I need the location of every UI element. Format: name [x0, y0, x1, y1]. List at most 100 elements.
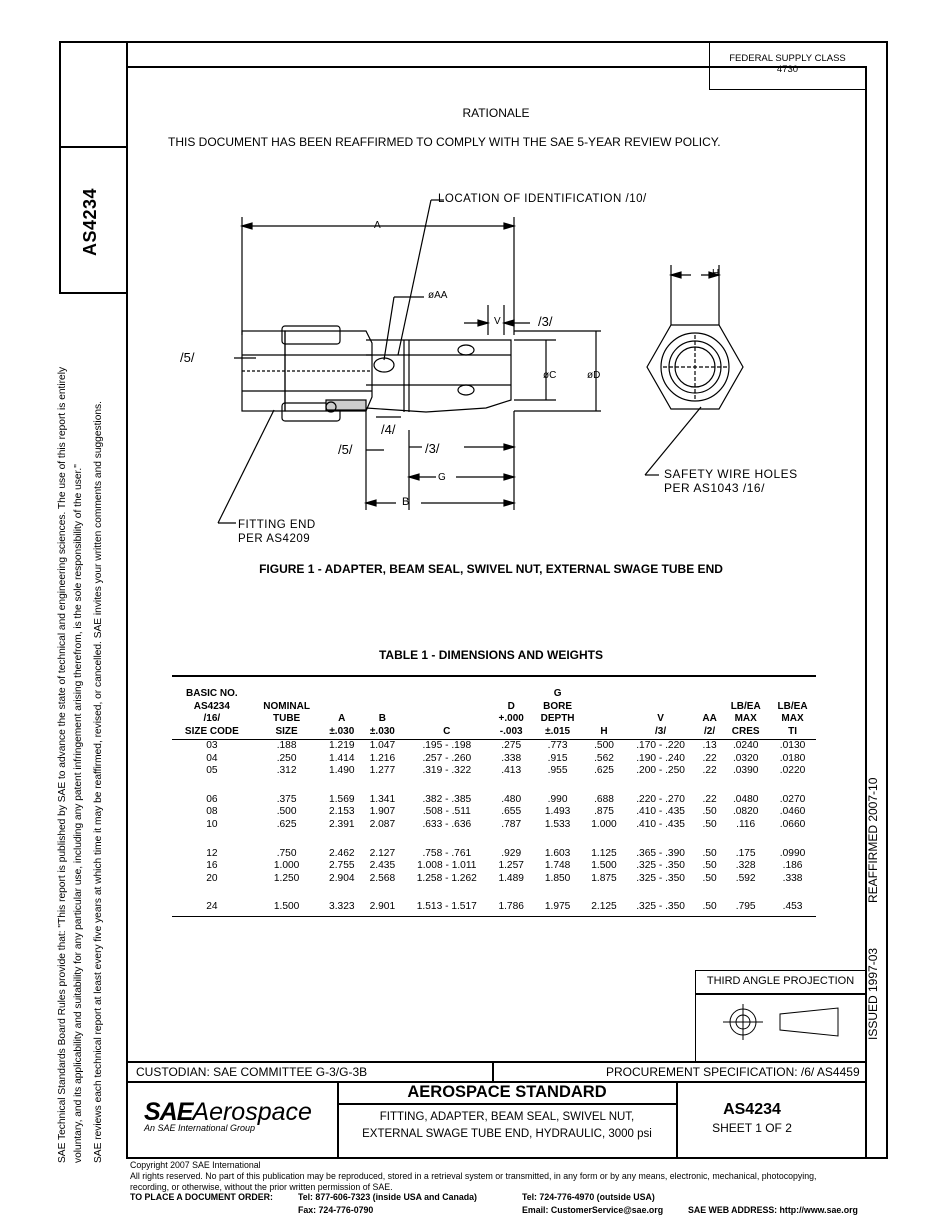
adapter-drawing	[217, 199, 744, 524]
document-title-line1: FITTING, ADAPTER, BEAM SEAL, SWIVEL NUT,	[379, 1111, 635, 1123]
table-cell: .508 - .511	[422, 806, 471, 818]
table-cell: 1.875	[591, 872, 617, 884]
table-cell: .325 - .350	[636, 872, 685, 884]
table-cell: 1.257	[498, 860, 524, 872]
frame-right	[886, 41, 888, 1158]
table-cell: .257 - .260	[422, 752, 472, 764]
table-cell: .453	[769, 901, 816, 917]
table-cell: .592	[735, 872, 756, 884]
table-cell: .22	[702, 765, 717, 777]
label-aa: øAA	[428, 290, 448, 301]
copyright: Copyright 2007 SAE International	[130, 1160, 261, 1170]
col-header-c: C	[402, 688, 491, 740]
col-header-a: A±.030	[321, 688, 363, 740]
table-cell: 06	[206, 793, 218, 805]
table-cell: 08	[206, 806, 218, 818]
aerospace-standard: AEROSPACE STANDARD	[407, 1083, 607, 1101]
col-header-v: V/3/	[624, 688, 697, 740]
table-cell: .328	[735, 860, 756, 872]
label-note5-left: /5/	[180, 350, 195, 365]
col-header-aa: AA/2/	[696, 688, 723, 740]
dim-a-arrow-right	[503, 222, 517, 230]
table-cell: 04	[206, 752, 218, 764]
table-cell: .312	[276, 765, 297, 777]
table-top-rule	[172, 675, 816, 677]
sheet-number: SHEET 1 OF 2	[712, 1121, 792, 1135]
col-header-basic-no: BASIC NO.AS4234/16/SIZE CODE	[172, 688, 252, 740]
table-cell: 1.489	[498, 872, 524, 884]
tel-usa: Tel: 877-606-7323 (inside USA and Canada…	[298, 1192, 477, 1202]
table-cell: .929	[501, 847, 522, 859]
tel-outside: Tel: 724-776-4970 (outside USA)	[522, 1192, 655, 1202]
table-cell: .0990	[779, 847, 806, 859]
table-cell: .188	[276, 740, 297, 751]
table-cell: .0390	[732, 765, 759, 777]
table-cell: .13	[702, 740, 717, 751]
table-cell: 10	[206, 818, 218, 830]
table-cell: 1.341	[369, 793, 396, 805]
inner-right	[865, 66, 867, 1158]
table-cell: .625	[594, 765, 614, 777]
table-cell: .0220	[779, 765, 806, 777]
table-group-gap	[172, 778, 816, 794]
table-cell: .50	[702, 860, 717, 872]
label-h: H	[712, 268, 720, 279]
table-cell: 1.786	[490, 901, 532, 917]
document-title: FITTING, ADAPTER, BEAM SEAL, SWIVEL NUT,…	[338, 1109, 676, 1143]
table-cell: .338	[501, 752, 522, 764]
table-cell: .375	[276, 793, 297, 805]
table-cell: 2.127	[369, 847, 396, 859]
frame-left	[59, 41, 61, 292]
table-cell: .655	[501, 806, 522, 818]
sae-logo-aerospace: Aerospace	[192, 1098, 312, 1126]
inner-top	[126, 66, 866, 68]
table-cell: 12	[206, 847, 218, 859]
label-a: A	[374, 220, 381, 231]
side-doc-number: AS4234	[80, 187, 100, 256]
table-cell: .170 - .220	[636, 740, 685, 751]
side-note-line1: SAE Technical Standards Board Rules prov…	[57, 366, 68, 1163]
table-cell: .625	[276, 818, 297, 830]
table-cell: 1.008 - 1.011	[417, 860, 477, 872]
table-cell: .50	[696, 901, 723, 917]
table-cell: .0460	[779, 806, 806, 818]
web-address[interactable]: SAE WEB ADDRESS: http://www.sae.org	[688, 1205, 858, 1215]
table-cell: 1.533	[544, 818, 571, 830]
table-cell: .220 - .270	[636, 793, 685, 805]
tube-body-shape	[365, 339, 512, 413]
third-angle-symbol	[723, 1004, 839, 1040]
table-cell: 1.219	[329, 740, 355, 751]
sae-logo-mark: SAE	[144, 1098, 193, 1126]
table-cell: .325 - .350	[636, 860, 685, 872]
leader-fitting-end	[217, 409, 275, 524]
leader-identification	[397, 199, 432, 356]
table-cell: .500	[594, 740, 614, 751]
table-cell: .0180	[779, 752, 806, 764]
email[interactable]: Email: CustomerService@sae.org	[522, 1205, 664, 1215]
table-cell: 2.153	[329, 806, 355, 818]
table-cell: 2.904	[329, 872, 355, 884]
label-fitting-end: FITTING END PER AS4209	[238, 518, 316, 546]
rights-line1: All rights reserved. No part of this pub…	[130, 1171, 817, 1181]
table-group-gap	[172, 885, 816, 901]
procurement-spec: PROCUREMENT SPECIFICATION: /6/ AS4459	[606, 1065, 860, 1079]
table-cell: 1.850	[544, 872, 571, 884]
label-fitting-end-2: PER AS4209	[238, 533, 311, 545]
label-safety-wire: SAFETY WIRE HOLES PER AS1043 /16/	[664, 467, 798, 495]
table-cell: 1.500	[251, 901, 322, 917]
table-cell: 2.755	[329, 860, 355, 872]
table-cell: 20	[206, 872, 218, 884]
table-cell: .688	[594, 793, 614, 805]
label-safety-1: SAFETY WIRE HOLES	[664, 467, 798, 481]
third-angle-label: THIRD ANGLE PROJECTION	[706, 975, 855, 987]
table-cell: 1.414	[329, 752, 355, 764]
table-cell: .795	[722, 901, 770, 917]
